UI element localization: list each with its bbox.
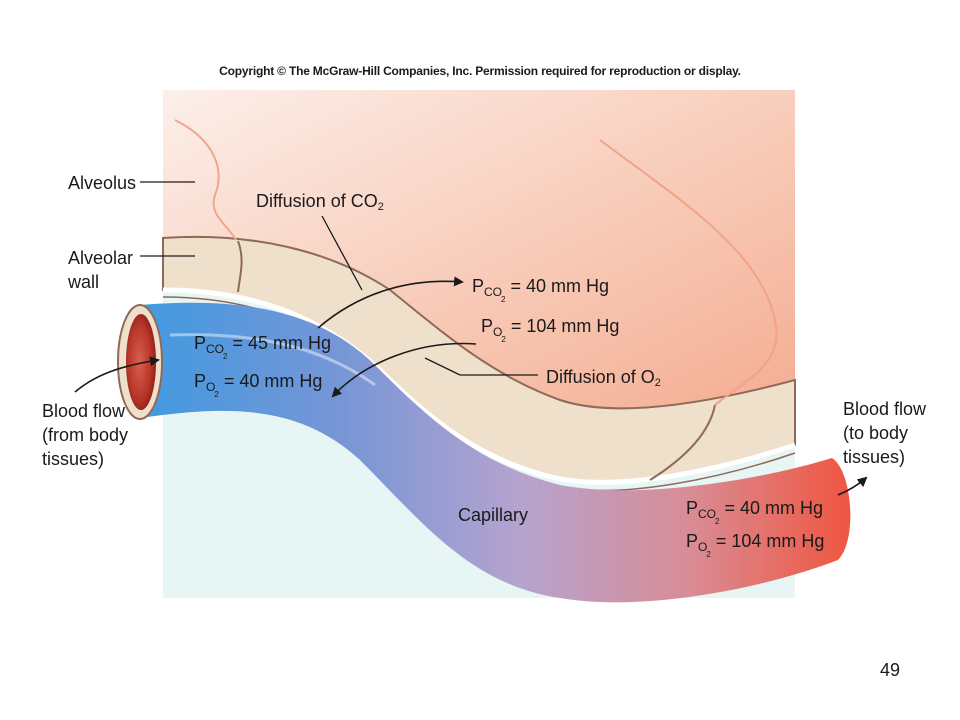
label-blood-out-line3: tissues) bbox=[843, 447, 906, 467]
label-diffusion-co2: Diffusion of CO2 bbox=[256, 191, 384, 213]
label-diffusion-o2: Diffusion of O2 bbox=[546, 367, 661, 389]
label-alveolus: Alveolus bbox=[68, 173, 137, 193]
alveolar-fold bbox=[599, 139, 778, 406]
o2-diffusion-arrow bbox=[331, 342, 477, 398]
blood-outflow-arrow bbox=[837, 476, 868, 496]
copyright-notice: Copyright © The McGraw-Hill Companies, I… bbox=[219, 64, 741, 78]
alveolus-air-space bbox=[163, 90, 795, 409]
label-blood-out-line1: Blood flow bbox=[843, 399, 927, 419]
capillary-out-po2: PO2 = 104 mm Hg bbox=[686, 531, 825, 559]
capillary-in-po2: PO2 = 40 mm Hg bbox=[194, 371, 323, 399]
capillary-in-pco2: PCO2 = 45 mm Hg bbox=[194, 333, 332, 361]
label-blood-out-line2: (to body bbox=[843, 423, 909, 443]
leader-diffusion-o2 bbox=[424, 357, 461, 376]
label-alveolar-wall-line2: wall bbox=[68, 272, 100, 292]
co2-diffusion-arrow bbox=[317, 276, 464, 329]
label-capillary: Capillary bbox=[458, 505, 529, 525]
capillary bbox=[140, 302, 851, 603]
alveolar-pco2: PCO2 = 40 mm Hg bbox=[472, 276, 610, 304]
capillary-lumen bbox=[126, 314, 156, 410]
label-blood-in-line3: tissues) bbox=[42, 449, 105, 469]
label-blood-in-line1: Blood flow bbox=[42, 401, 126, 421]
wall-cell-boundary bbox=[237, 240, 243, 293]
capillary-highlight bbox=[169, 333, 376, 387]
label-blood-in-line2: (from body bbox=[42, 425, 129, 445]
alveolar-po2: PO2 = 104 mm Hg bbox=[481, 316, 620, 344]
blood-inflow-arrow bbox=[74, 356, 160, 393]
page-number: 49 bbox=[880, 660, 901, 680]
wall-cell-boundary bbox=[649, 404, 716, 481]
alveolar-membrane bbox=[162, 287, 796, 485]
capillary-out-pco2: PCO2 = 40 mm Hg bbox=[686, 498, 824, 526]
leader-diffusion-co2 bbox=[321, 215, 363, 291]
label-alveolar-wall-line1: Alveolar bbox=[68, 248, 134, 268]
alveolar-fold bbox=[174, 119, 237, 241]
